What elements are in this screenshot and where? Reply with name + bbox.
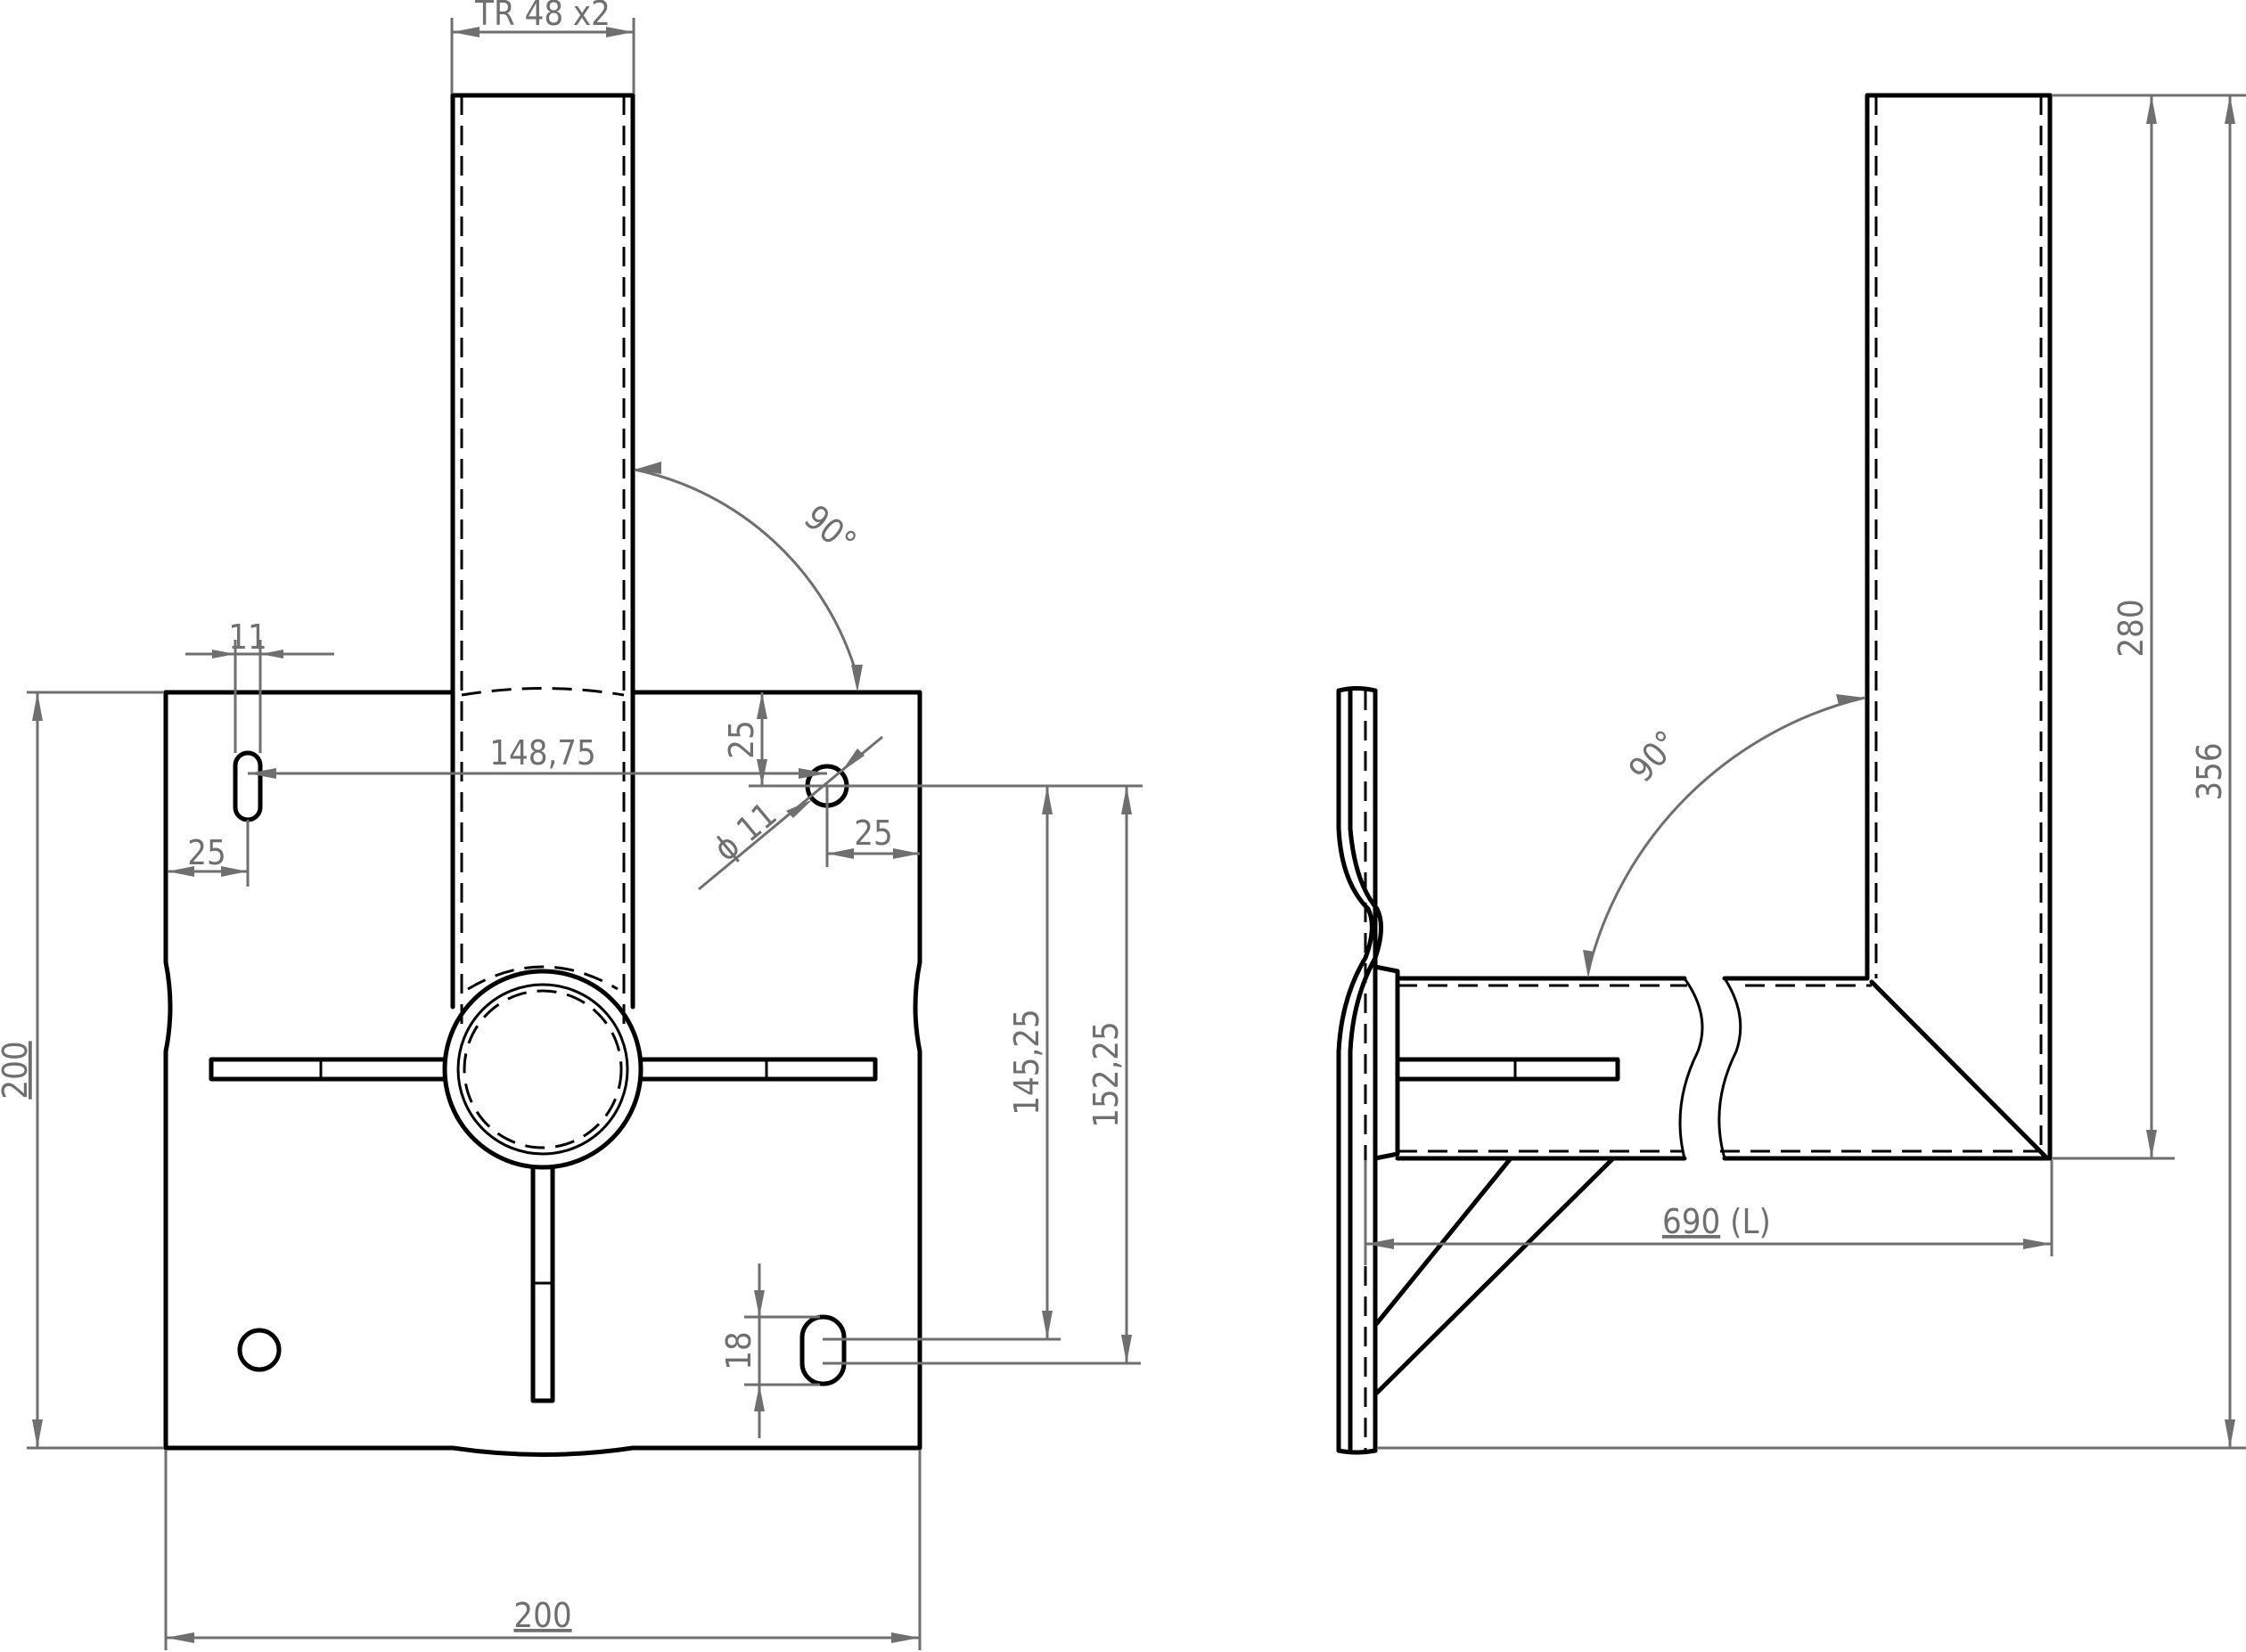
front-dimensions: TR 48 x2 11 25 148,75 25 xyxy=(0,0,1143,1650)
dim-slot-height: 18 xyxy=(719,1331,758,1370)
side-view: 90° 690 (L) 280 356 xyxy=(1336,93,2246,1455)
side-angle-label: 90° xyxy=(1621,724,1686,789)
dim-total-height: 356 xyxy=(2190,742,2229,800)
dim-hole-side-offset: 25 xyxy=(854,814,893,853)
dim-plate-height: 200 xyxy=(0,1041,35,1099)
slot-bottom-right xyxy=(799,1314,847,1386)
front-view: TR 48 x2 11 25 148,75 25 xyxy=(0,0,1143,1650)
tube-section xyxy=(442,965,643,1170)
dim-tube-width: TR 48 x2 xyxy=(474,0,611,33)
vertical-upright xyxy=(1865,93,2053,1161)
dim-152: 152,25 xyxy=(1086,1021,1126,1128)
dim-arm-length: 690 (L) xyxy=(1662,1202,1771,1241)
dim-hole-diameter: ϕ 11 xyxy=(707,795,784,869)
base-plate xyxy=(163,690,922,1457)
dim-plate-width: 200 xyxy=(513,1596,571,1635)
vertical-tube xyxy=(450,93,635,1025)
side-dimensions: 90° 690 (L) 280 356 xyxy=(1364,94,2246,1450)
support-braces xyxy=(1374,1156,1616,1395)
hole-bottom-left xyxy=(237,1328,282,1372)
dim-hole-top-offset: 25 xyxy=(722,720,761,759)
dim-hole-distance: 148,75 xyxy=(489,733,596,773)
dim-upper-height: 280 xyxy=(2111,599,2151,657)
dim-slot-width: 11 xyxy=(228,617,267,657)
horizontal-arm xyxy=(1395,976,2053,1161)
dim-145: 145,25 xyxy=(1007,1009,1046,1116)
dim-slot-offset: 25 xyxy=(187,833,226,872)
front-angle-label: 90° xyxy=(797,497,864,562)
gusset-ribs xyxy=(209,1057,878,1403)
side-plate xyxy=(1336,686,1400,1455)
slot-top-left xyxy=(233,750,263,822)
